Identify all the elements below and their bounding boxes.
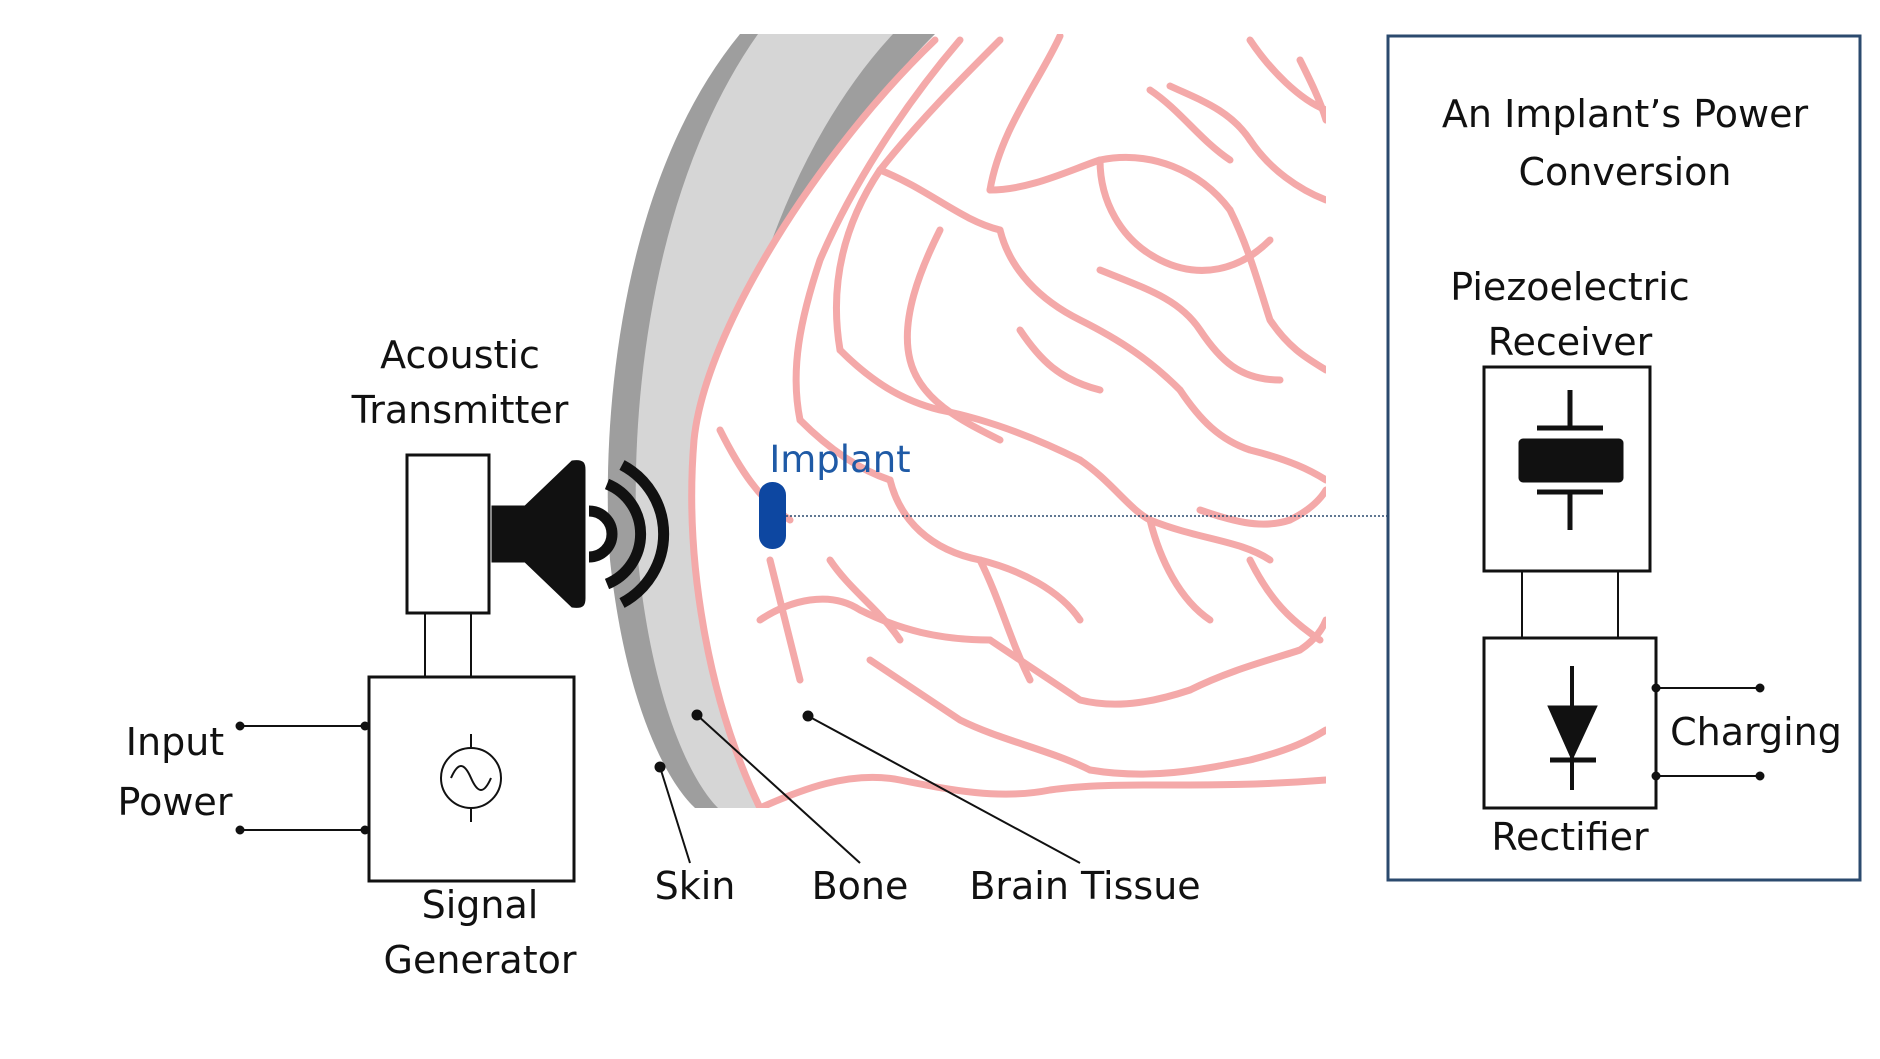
sound-wave-small bbox=[588, 505, 618, 563]
panel-title-line2: Conversion bbox=[1518, 150, 1732, 194]
receiver-label: Piezoelectric Receiver bbox=[1420, 260, 1720, 370]
piezoelectric-receiver bbox=[1482, 365, 1652, 573]
ac-source-icon bbox=[440, 734, 502, 822]
signal-generator-label-line1: Signal bbox=[421, 883, 539, 927]
receiver-box bbox=[1482, 365, 1652, 573]
panel-title-line1: An Implant’s Power bbox=[1441, 92, 1809, 136]
input-power-line2: Power bbox=[117, 780, 233, 824]
diode-icon bbox=[1547, 666, 1598, 790]
implant-label: Implant bbox=[769, 438, 911, 481]
rectifier bbox=[1482, 636, 1658, 810]
transmitter-title-line2: Transmitter bbox=[351, 388, 569, 432]
signal-generator bbox=[367, 675, 576, 883]
brain-tissue-label: Brain Tissue bbox=[969, 864, 1201, 908]
sound-wave-large bbox=[619, 460, 670, 608]
speaker-icon bbox=[491, 460, 586, 608]
input-power-label: Input Power bbox=[95, 712, 255, 832]
bone-pointer bbox=[696, 714, 861, 864]
acoustic-transmitter bbox=[405, 453, 670, 677]
skin-pointer bbox=[659, 766, 691, 864]
power-conversion-panel bbox=[1386, 34, 1862, 882]
speaker-waves-icon bbox=[491, 460, 670, 608]
implant bbox=[759, 482, 786, 549]
piezo-crystal-icon bbox=[1518, 390, 1624, 530]
rectifier-label: Rectifier bbox=[1491, 815, 1649, 859]
brain-vessels bbox=[688, 34, 1326, 808]
signal-generator-label: Signal Generator bbox=[360, 878, 600, 988]
panel-title: An Implant’s Power Conversion bbox=[1392, 85, 1858, 201]
charging-label: Charging bbox=[1670, 710, 1842, 754]
input-power-line1: Input bbox=[125, 720, 225, 764]
signal-generator-box bbox=[367, 675, 576, 883]
bone-label: Bone bbox=[811, 864, 909, 908]
skin-label: Skin bbox=[654, 864, 736, 908]
receiver-label-line2: Receiver bbox=[1487, 320, 1653, 364]
transmitter-box bbox=[405, 453, 491, 615]
brain-pointer bbox=[807, 715, 1081, 864]
tissue-pointers bbox=[654, 709, 1081, 864]
head-cross-section bbox=[607, 34, 1326, 808]
signal-generator-label-line2: Generator bbox=[383, 938, 577, 982]
rectifier-box bbox=[1482, 636, 1658, 810]
transmitter-title: Acoustic Transmitter bbox=[330, 328, 590, 438]
transmitter-title-line1: Acoustic bbox=[380, 333, 540, 377]
input-power-leads bbox=[235, 721, 370, 835]
receiver-label-line1: Piezoelectric bbox=[1450, 265, 1690, 309]
charging-leads bbox=[1651, 683, 1765, 781]
sound-wave-medium bbox=[604, 478, 647, 590]
